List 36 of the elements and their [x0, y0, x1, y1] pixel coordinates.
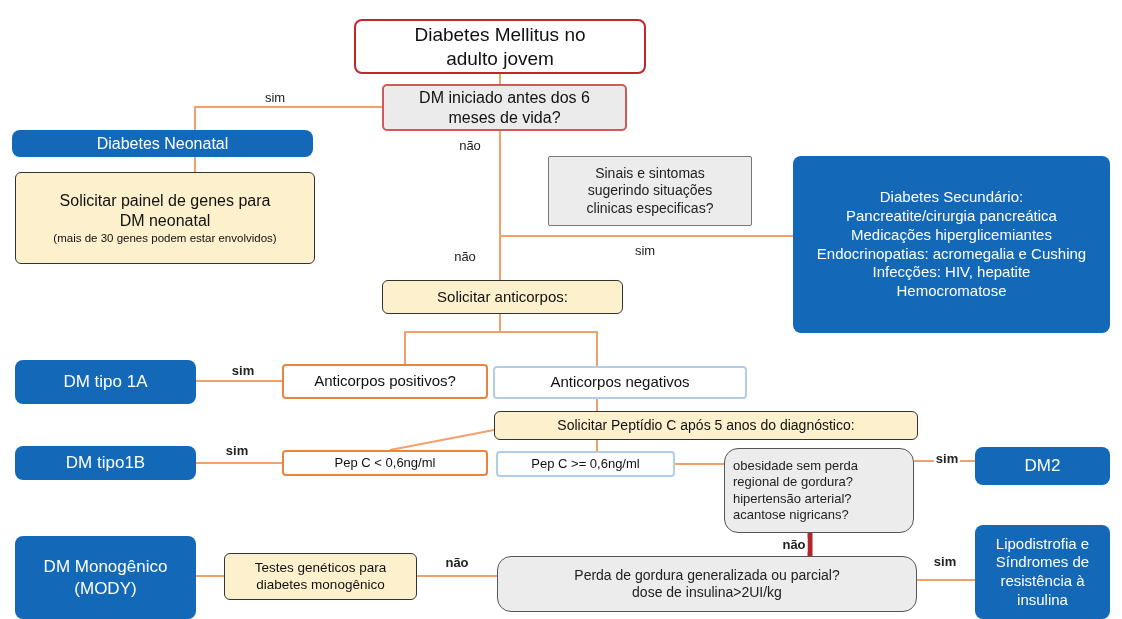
question-box: Perda de gordura generalizada ou parcial? dose de insulina>2UI/kg	[497, 556, 917, 612]
connector-line	[194, 106, 383, 131]
diagnosis-box: DM2	[975, 447, 1110, 485]
diagnosis-box: Diabetes Secundário: Pancreatite/cirurgia pancreática Medicações hiperglicemiantes Endocrinopatias: acromegalia e Cushing Infecções: HIV, hepatite Hemocromatose	[793, 156, 1110, 333]
diagnosis-box: DM tipo 1A	[15, 360, 196, 404]
action-box: Testes genéticos para diabetes monogênico	[224, 553, 417, 600]
connector-line	[389, 429, 495, 451]
question-box: Sinais e sintomas sugerindo situações clinicas especificas?	[548, 156, 752, 226]
start-box: Diabetes Mellitus no adulto jovem	[354, 19, 646, 74]
action-box: Solicitar painel de genes para DM neonatal (mais de 30 genes podem estar envolvidos)	[15, 172, 315, 264]
connector-line	[195, 462, 283, 464]
edge-label: não	[780, 537, 808, 553]
connector-line	[194, 156, 196, 173]
result-box: Pep C < 0,6ng/ml	[282, 450, 488, 476]
connector-line	[195, 380, 283, 382]
decision-box: DM iniciado antes dos 6 meses de vida?	[382, 84, 627, 131]
connector-line	[499, 73, 501, 85]
connector-line	[596, 398, 598, 412]
question-box: obesidade sem perda regional de gordura? hipertensão arterial? acantose nigricans?	[724, 448, 914, 533]
connector-line	[596, 439, 598, 452]
connector-line	[416, 575, 498, 577]
result-box: Anticorpos positivos?	[282, 364, 488, 399]
action-box: Solicitar Peptídio C após 5 anos do diagnóstico:	[494, 411, 918, 440]
diagnosis-bar: Diabetes Neonatal	[12, 130, 313, 157]
diagnosis-box: Lipodistrofia e Síndromes de resistência à insulina	[975, 525, 1110, 619]
action-box: Solicitar anticorpos:	[382, 280, 623, 314]
connector-line	[195, 575, 225, 577]
diagnosis-box: DM tipo1B	[15, 446, 196, 480]
connector-line	[807, 533, 813, 556]
diagnosis-box: DM Monogênico (MODY)	[15, 536, 196, 619]
connector-line	[916, 579, 976, 581]
connector-line	[674, 463, 725, 465]
connector-line	[499, 313, 598, 367]
result-box: Anticorpos negativos	[493, 366, 747, 399]
connector-line	[499, 130, 501, 281]
result-box: Pep C >= 0,6ng/ml	[496, 451, 675, 477]
